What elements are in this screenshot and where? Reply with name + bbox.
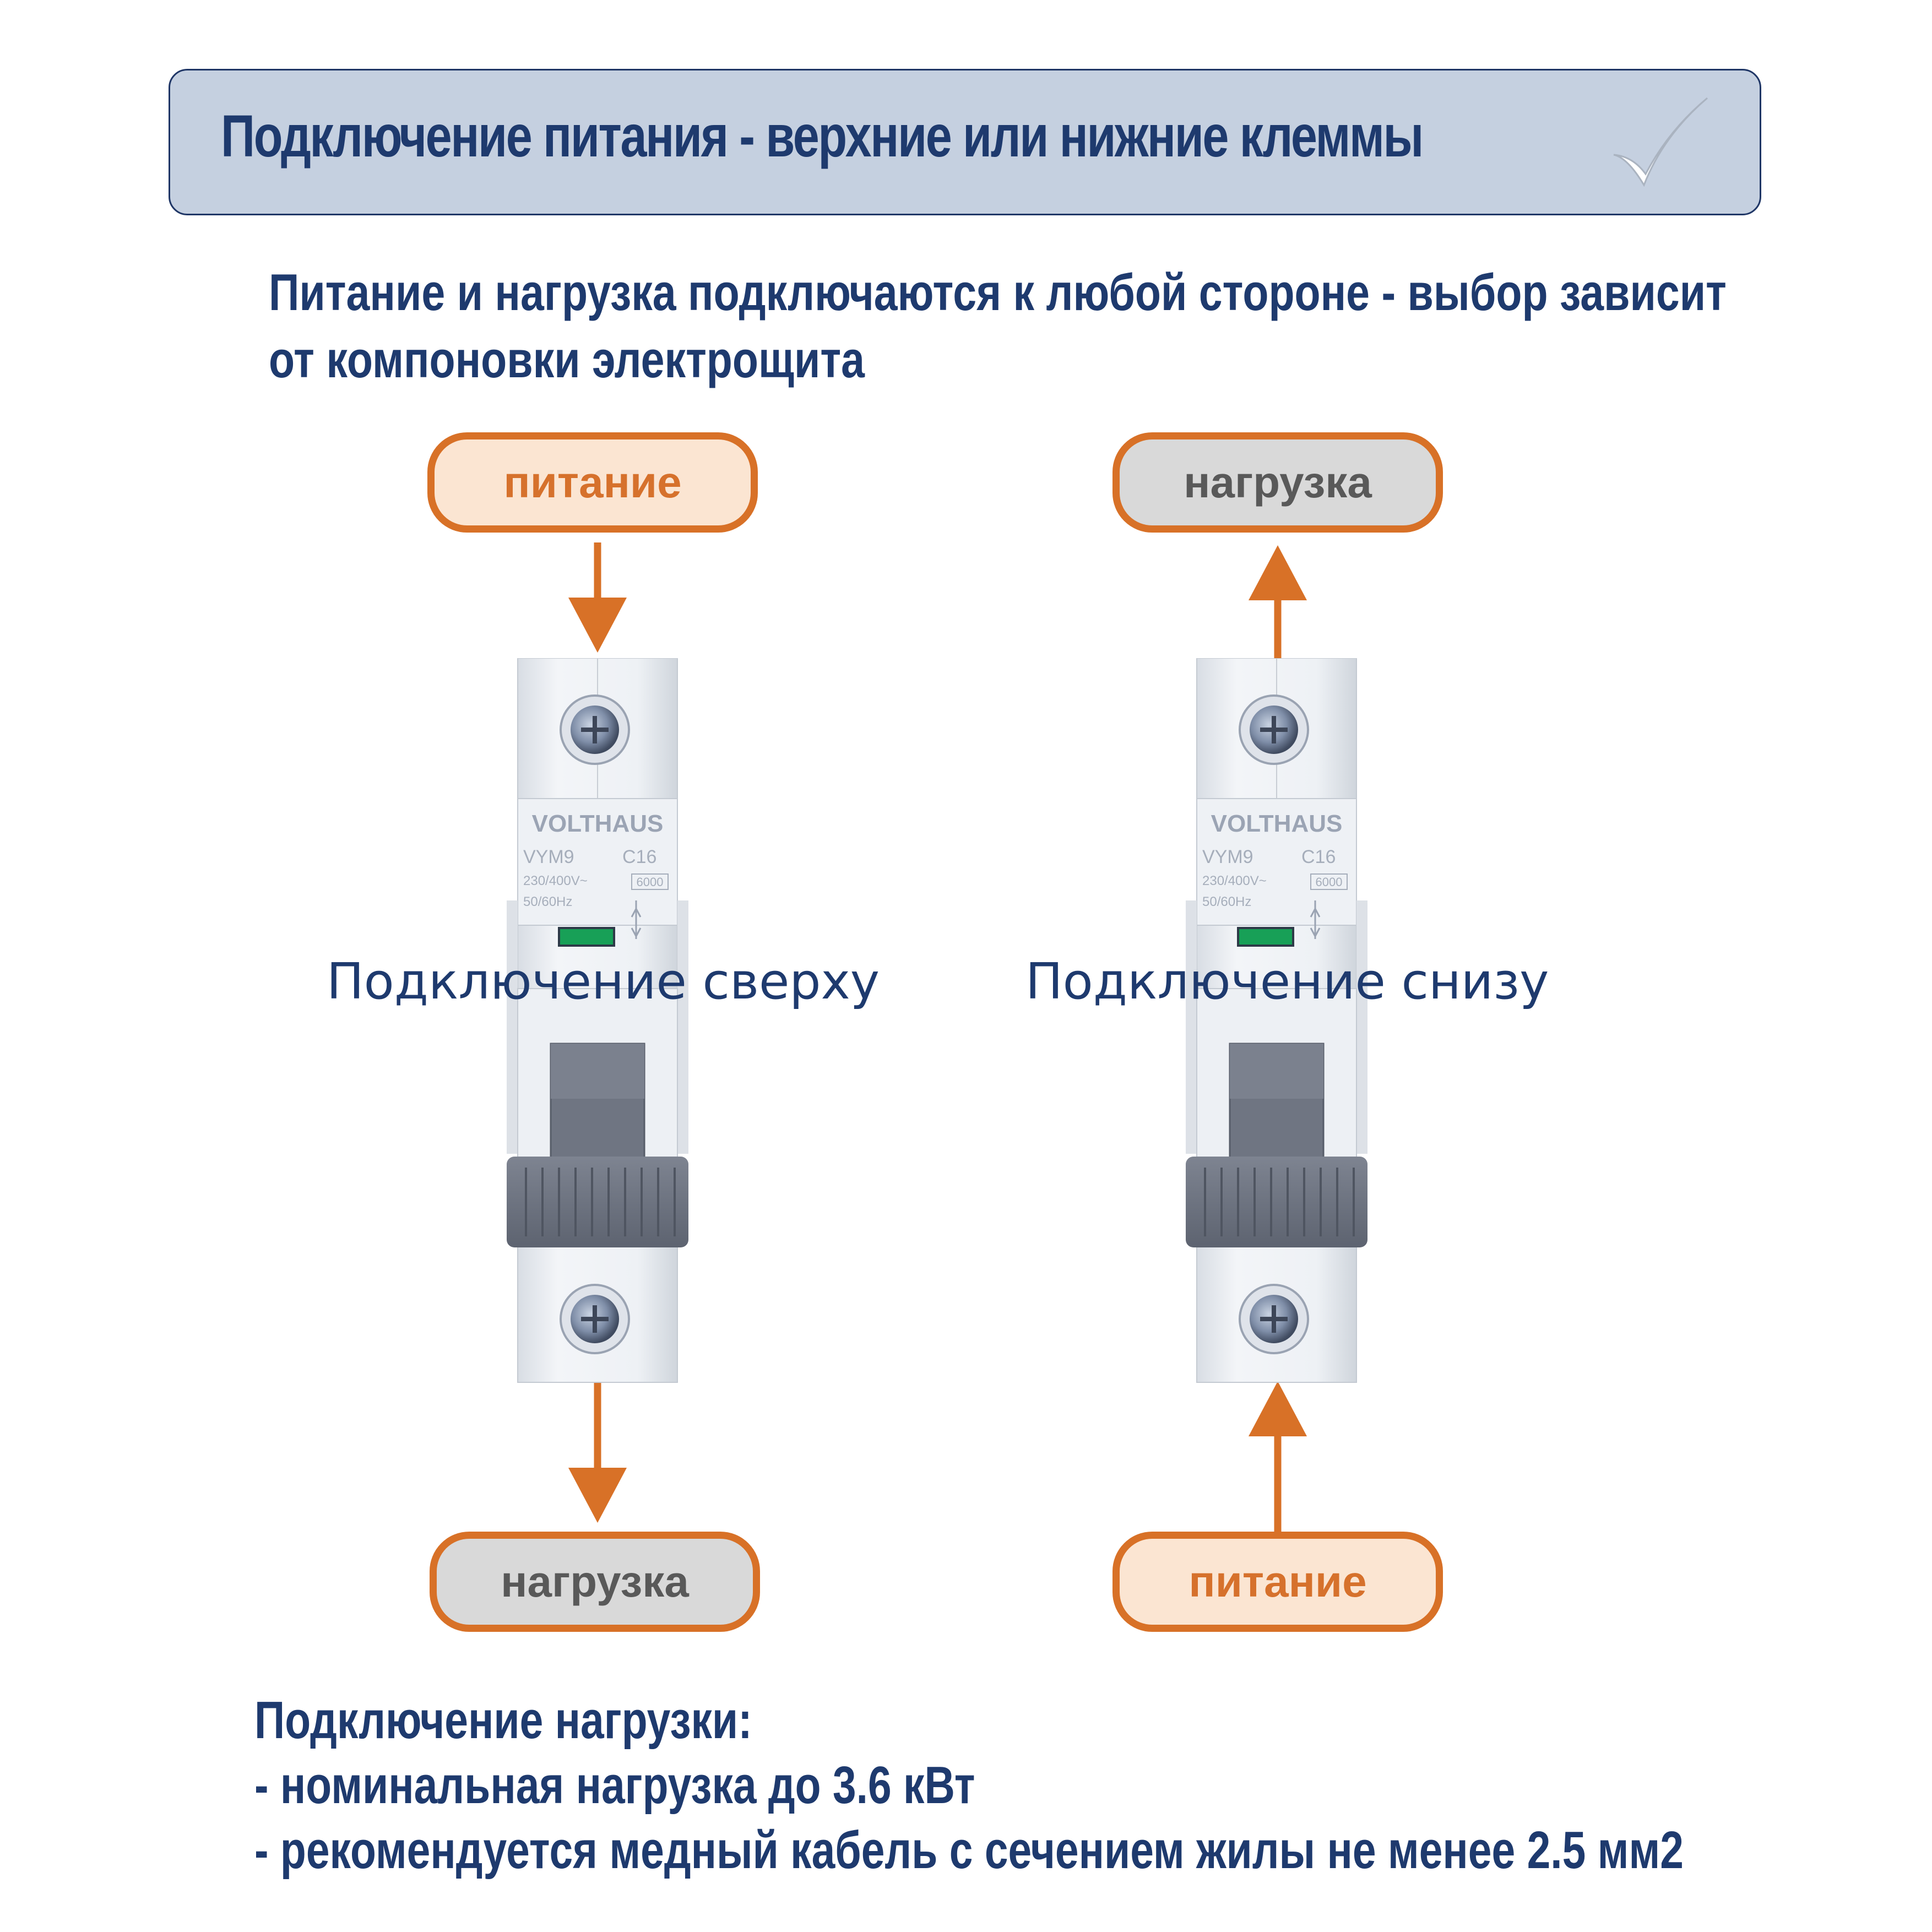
left-top-arrowhead <box>568 598 627 653</box>
left-bottom-load-label: нагрузка <box>430 1532 760 1632</box>
model-label: VYM9 <box>1202 846 1253 867</box>
brand-logo: VOLTHAUS <box>532 810 664 837</box>
left-bottom-arrowhead <box>568 1468 627 1523</box>
capacity-label: 6000 <box>1316 875 1343 889</box>
page-title: Подключение питания - верхние или нижние… <box>221 102 1424 169</box>
load-notes-item-2: - рекомендуется медный кабель с сечением… <box>254 1821 1684 1880</box>
load-notes: Подключение нагрузки: - номинальная нагр… <box>254 1688 1684 1883</box>
voltage-label: 230/400V~ <box>523 873 588 888</box>
load-notes-heading: Подключение нагрузки: <box>254 1691 752 1750</box>
caption-bottom-connection: Подключение снизу <box>1025 953 1549 1011</box>
capacity-label: 6000 <box>637 875 664 889</box>
frequency-label: 50/60Hz <box>523 894 572 909</box>
right-bottom-arrowhead <box>1249 1381 1307 1436</box>
frequency-label: 50/60Hz <box>1202 894 1251 909</box>
subtitle-line-2: от компоновки электрощита <box>269 330 865 388</box>
checkmark-icon <box>1613 97 1708 187</box>
toggle-lever <box>1186 1157 1367 1247</box>
load-notes-item-1: - номинальная нагрузка до 3.6 кВт <box>254 1756 975 1815</box>
right-top-load-label: нагрузка <box>1112 432 1443 533</box>
right-bottom-supply-label: питание <box>1112 1532 1443 1632</box>
circuit-breaker-right: VOLTHAUS VYM9 C16 230/400V~ 6000 50/60Hz <box>1186 658 1367 1383</box>
circuit-breaker-left: VOLTHAUS VYM9 C16 230/400V~ 6000 50/60Hz <box>507 658 688 1383</box>
brand-logo: VOLTHAUS <box>1211 810 1343 837</box>
subtitle: Питание и нагрузка подключаются к любой … <box>269 259 1727 393</box>
voltage-label: 230/400V~ <box>1202 873 1267 888</box>
right-top-arrowhead <box>1249 545 1307 600</box>
rating-label: C16 <box>622 846 656 867</box>
left-top-supply-label: питание <box>427 432 758 533</box>
model-label: VYM9 <box>523 846 574 867</box>
status-indicator <box>1237 927 1294 947</box>
caption-top-connection: Подключение сверху <box>327 953 880 1011</box>
header-banner: Подключение питания - верхние или нижние… <box>169 69 1761 215</box>
rating-label: C16 <box>1301 846 1336 867</box>
subtitle-line-1: Питание и нагрузка подключаются к любой … <box>269 263 1727 321</box>
toggle-lever <box>507 1157 688 1247</box>
status-indicator <box>558 927 615 947</box>
